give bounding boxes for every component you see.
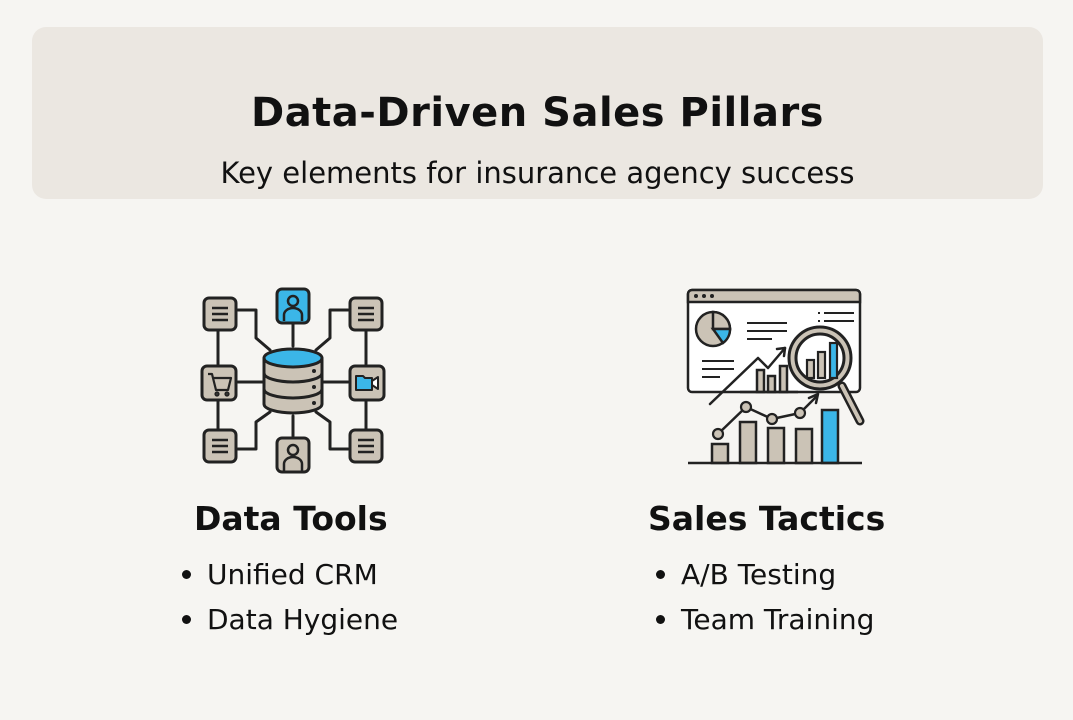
bullet-icon [656, 570, 665, 579]
list-item: A/B Testing [656, 552, 874, 597]
pillar-title: Data Tools [194, 499, 388, 538]
bullet-icon [182, 615, 191, 624]
bullet-icon [182, 570, 191, 579]
pillar-list: Unified CRM Data Hygiene [182, 552, 398, 642]
list-item: Data Hygiene [182, 597, 398, 642]
bullet-icon [656, 615, 665, 624]
pillar-title: Sales Tactics [648, 499, 886, 538]
pillar-list: A/B Testing Team Training [656, 552, 874, 642]
list-item: Unified CRM [182, 552, 398, 597]
analytics-dashboard-icon [686, 288, 865, 465]
header-banner: Data-Driven Sales Pillars Key elements f… [32, 27, 1043, 199]
page-title: Data-Driven Sales Pillars [250, 90, 824, 136]
list-item: Team Training [656, 597, 874, 642]
database-network-icon [200, 287, 386, 474]
page-subtitle: Key elements for insurance agency succes… [220, 156, 855, 190]
